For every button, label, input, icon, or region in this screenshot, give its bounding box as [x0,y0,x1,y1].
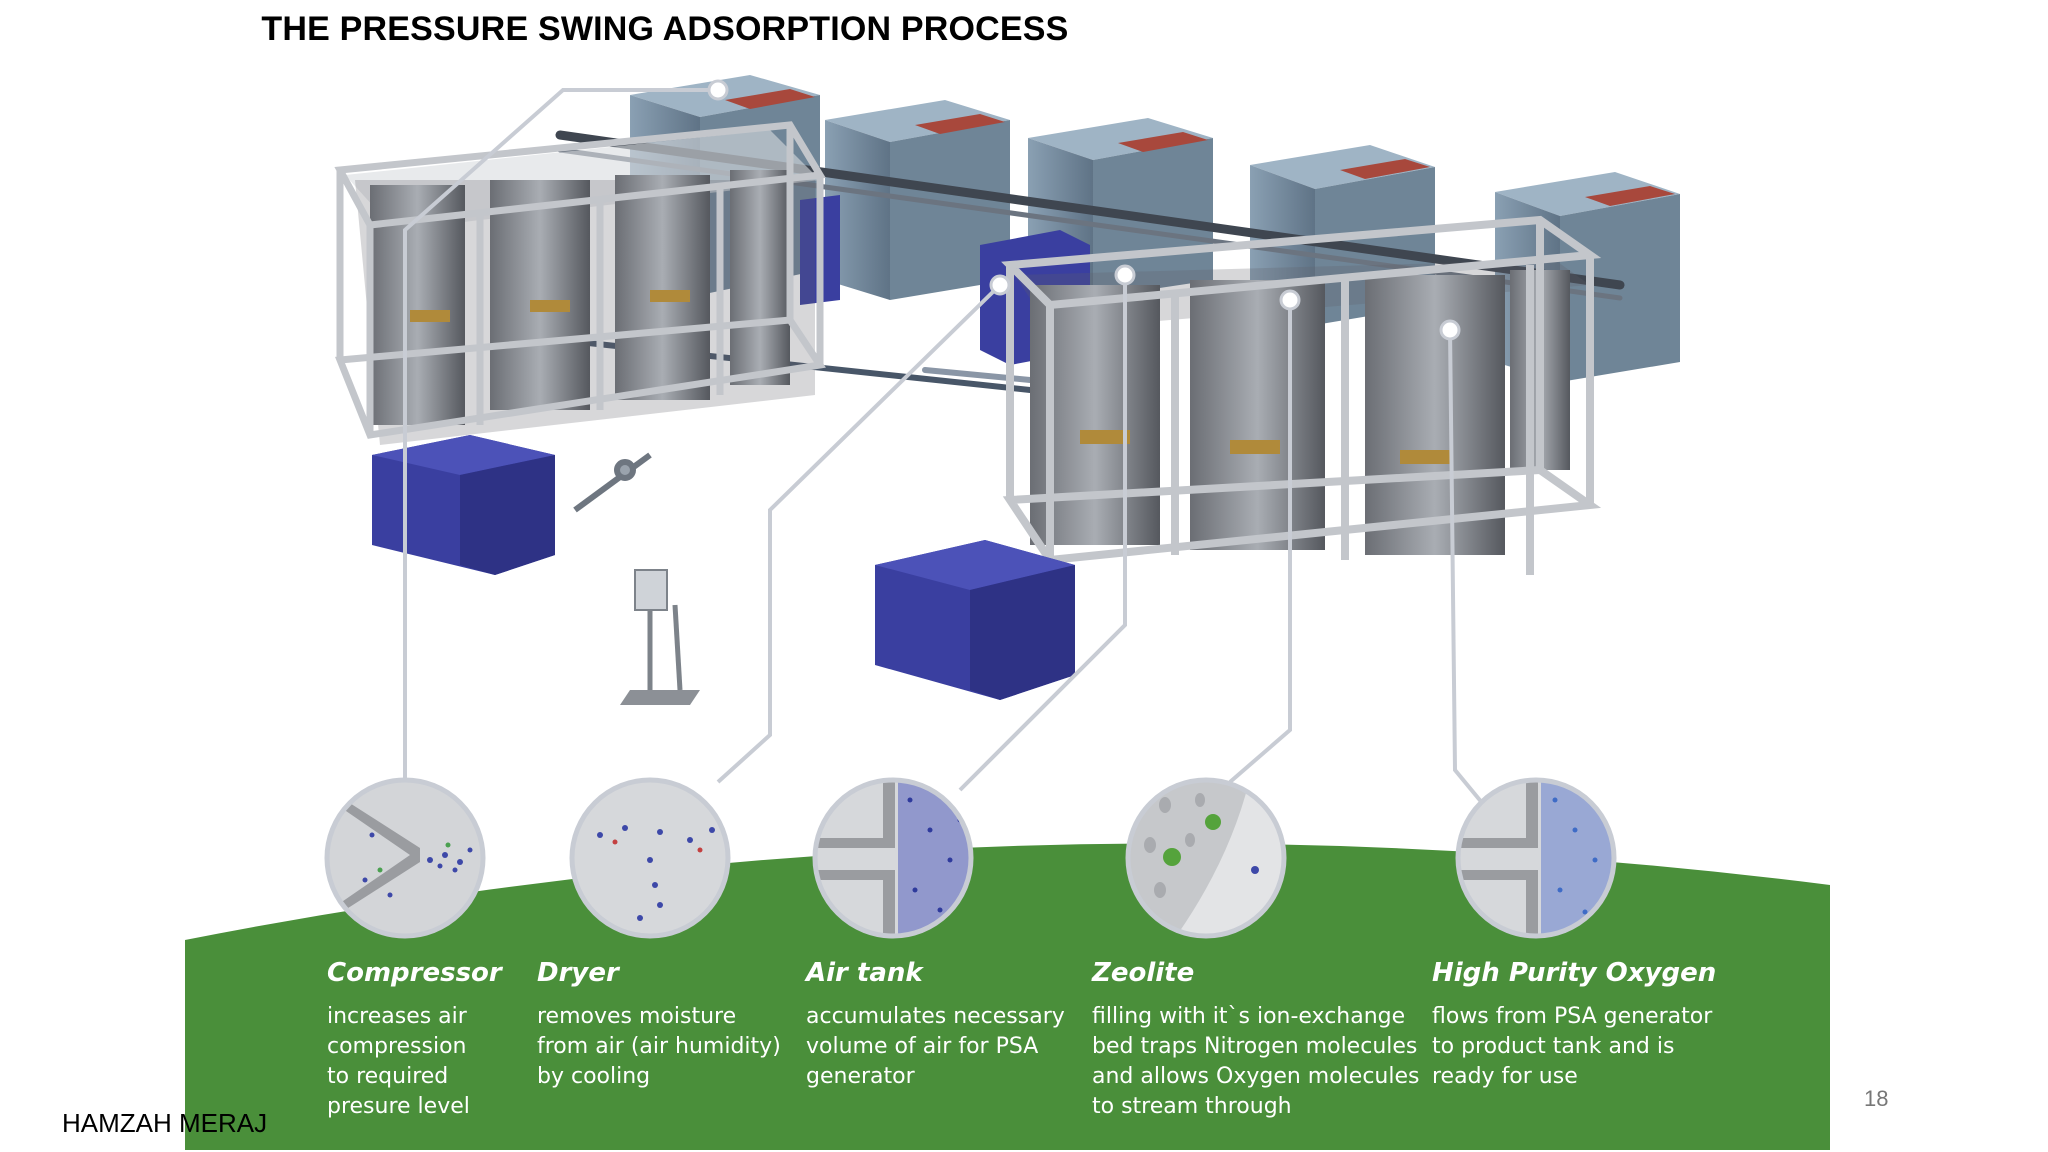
stage-air-tank: Air tank accumulates necessary volume of… [806,958,1065,1092]
page-number: 18 [1864,1086,1889,1111]
right-psa-skid [1001,215,1602,575]
stage-dryer-description: removes moisture from air (air humidity)… [537,1004,781,1089]
control-stand [620,569,700,705]
zeolite-detail-icon [1125,777,1287,939]
stage-zeolite-title: Zeolite [1092,958,1195,988]
compressor-detail-icon [324,777,486,939]
dryer-detail-icon [569,777,731,939]
leader-dots [707,79,1461,341]
stage-compressor-title: Compressor [327,958,502,988]
author-name: HAMZAH MERAJ [62,1108,268,1138]
stage-zeolite: Zeolite filling with it`s ion-exchange b… [1092,958,1419,1122]
stage-high-purity-oxygen: High Purity Oxygen flows from PSA genera… [1432,958,1716,1092]
air-tank-detail-icon [812,777,974,939]
leader-lines [403,88,1490,812]
valve-assembly [573,452,652,513]
green-ground [185,843,1830,1150]
slide-title: THE PRESSURE SWING ADSORPTION PROCESS [261,10,1069,48]
stage-zeolite-description: filling with it`s ion-exchange bed traps… [1092,1004,1420,1119]
stage-air-tank-description: accumulates necessary volume of air for … [806,1004,1065,1089]
stage-dryer: Dryer removes moisture from air (air hum… [537,958,781,1092]
left-psa-skid [334,121,826,445]
buffer-tank-left [372,435,555,575]
stage-high-purity-oxygen-description: flows from PSA generator to product tank… [1432,1004,1713,1089]
buffer-tank-right [875,540,1075,700]
stage-compressor: Compressor increases air compression to … [327,958,502,1122]
stage-air-tank-title: Air tank [806,958,923,988]
stage-compressor-description: increases air compression to required pr… [327,1004,470,1119]
stage-high-purity-oxygen-title: High Purity Oxygen [1432,958,1717,988]
stage-dryer-title: Dryer [537,958,619,988]
